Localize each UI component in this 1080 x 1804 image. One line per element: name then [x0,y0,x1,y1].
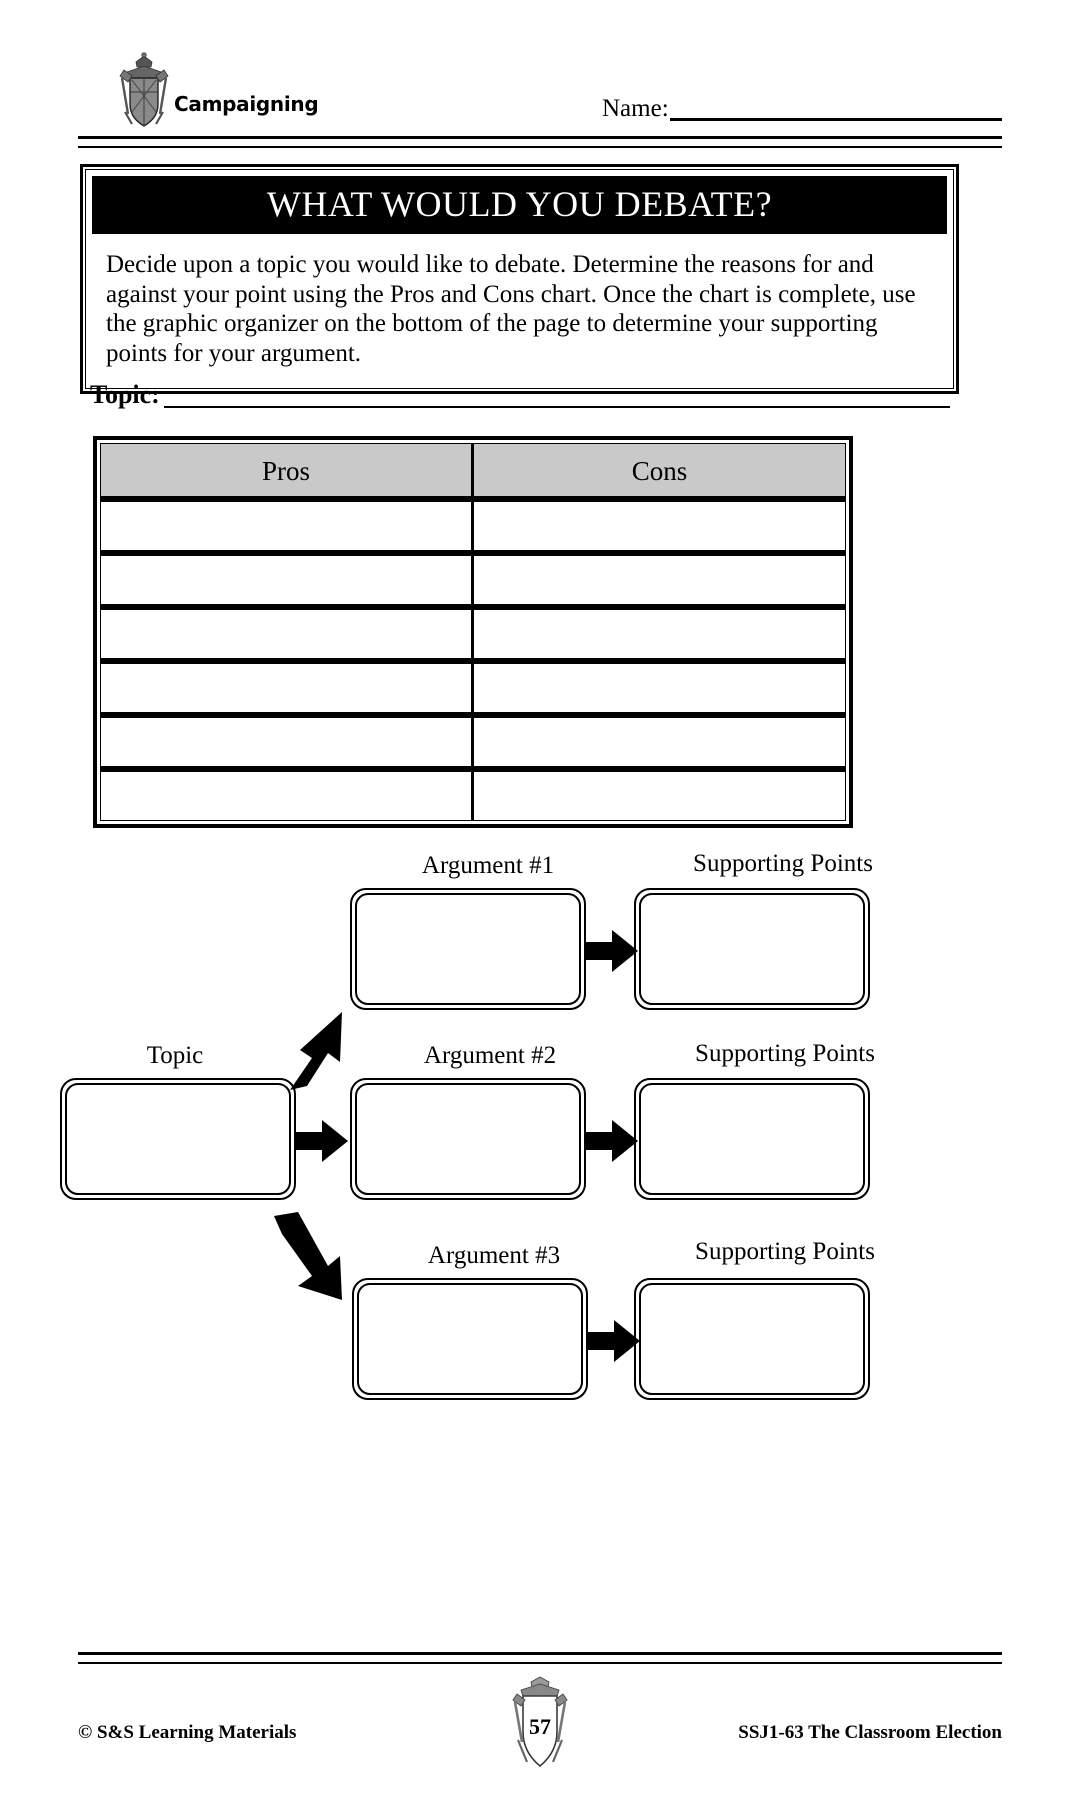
supporting-points-3-input[interactable] [639,1283,865,1395]
argument-3-box[interactable] [352,1278,588,1400]
section-title: Campaigning [174,92,319,116]
name-input-line[interactable] [669,96,1002,121]
supporting-points-1-input[interactable] [639,893,865,1005]
argument-3-label: Argument #3 [427,1242,561,1269]
topic-input-line[interactable] [163,386,950,408]
argument-2-input[interactable] [355,1083,581,1195]
cell-cons[interactable] [473,501,846,551]
topic-field-group: Topic: [90,382,950,408]
row-divider [100,551,846,555]
page-number-crest: 57 [503,1676,577,1772]
arrow-right-icon [586,930,638,972]
reference-text: SSJ1-63 The Classroom Election [738,1722,1002,1743]
page-number: 57 [529,1714,551,1739]
supporting-points-2-label: Supporting Points [695,1040,875,1067]
arrow-right-icon [588,1320,640,1362]
argument-1-input[interactable] [355,893,581,1005]
royal-crest-icon [512,1676,568,1768]
royal-crest-icon [114,52,174,130]
cell-cons[interactable] [473,609,846,659]
row-divider [100,605,846,609]
argument-1-label: Argument #1 [421,852,555,879]
argument-2-label: Argument #2 [423,1042,557,1069]
cell-cons[interactable] [473,717,846,767]
argument-1-box[interactable] [350,888,586,1010]
table-row [100,663,846,713]
column-header-cons: Cons [473,443,846,497]
row-divider [100,497,846,501]
row-divider [100,659,846,663]
instruction-panel: WHAT WOULD YOU DEBATE? Decide upon a top… [80,164,959,394]
page-footer: © S&S Learning Materials 57 SSJ1-63 The … [78,1676,1002,1796]
argument-3-input[interactable] [357,1283,583,1395]
name-field-group: Name: [602,96,1002,121]
organizer-topic-label: Topic [146,1042,204,1069]
arrow-right-icon [586,1120,638,1162]
cell-cons[interactable] [473,771,846,821]
graphic-organizer: Argument #1 Supporting Points Topic Argu… [0,840,1080,1440]
table-row [100,501,846,551]
row-divider [100,713,846,717]
copyright-text: © S&S Learning Materials [78,1722,297,1743]
cell-pros[interactable] [100,501,473,551]
table-header-row: Pros Cons [100,443,846,497]
name-label: Name: [602,95,669,122]
supporting-points-3-box[interactable] [634,1278,870,1400]
row-divider [100,767,846,771]
cell-pros[interactable] [100,717,473,767]
table-row [100,771,846,821]
header-divider [78,136,1002,148]
topic-label: Topic: [90,380,160,409]
supporting-points-2-box[interactable] [634,1078,870,1200]
cell-pros[interactable] [100,555,473,605]
organizer-topic-input[interactable] [65,1083,291,1195]
arrow-down-right-icon [274,1212,342,1300]
cell-cons[interactable] [473,555,846,605]
cell-cons[interactable] [473,663,846,713]
instruction-text: Decide upon a topic you would like to de… [106,251,916,367]
page-header: Campaigning Name: [78,52,1002,132]
cell-pros[interactable] [100,609,473,659]
cell-pros[interactable] [100,771,473,821]
supporting-points-2-input[interactable] [639,1083,865,1195]
table-row [100,609,846,659]
supporting-points-1-box[interactable] [634,888,870,1010]
footer-divider [78,1652,1002,1664]
arrow-right-icon [296,1120,348,1162]
organizer-topic-box[interactable] [60,1078,296,1200]
arrow-up-right-icon [290,1012,342,1090]
table-row [100,555,846,605]
cell-pros[interactable] [100,663,473,713]
table-row [100,717,846,767]
column-header-pros: Pros [100,443,473,497]
argument-2-box[interactable] [350,1078,586,1200]
supporting-points-1-label: Supporting Points [693,850,873,877]
supporting-points-3-label: Supporting Points [695,1238,875,1265]
page-title: WHAT WOULD YOU DEBATE? [92,176,947,234]
pros-cons-table: Pros Cons [93,436,853,828]
